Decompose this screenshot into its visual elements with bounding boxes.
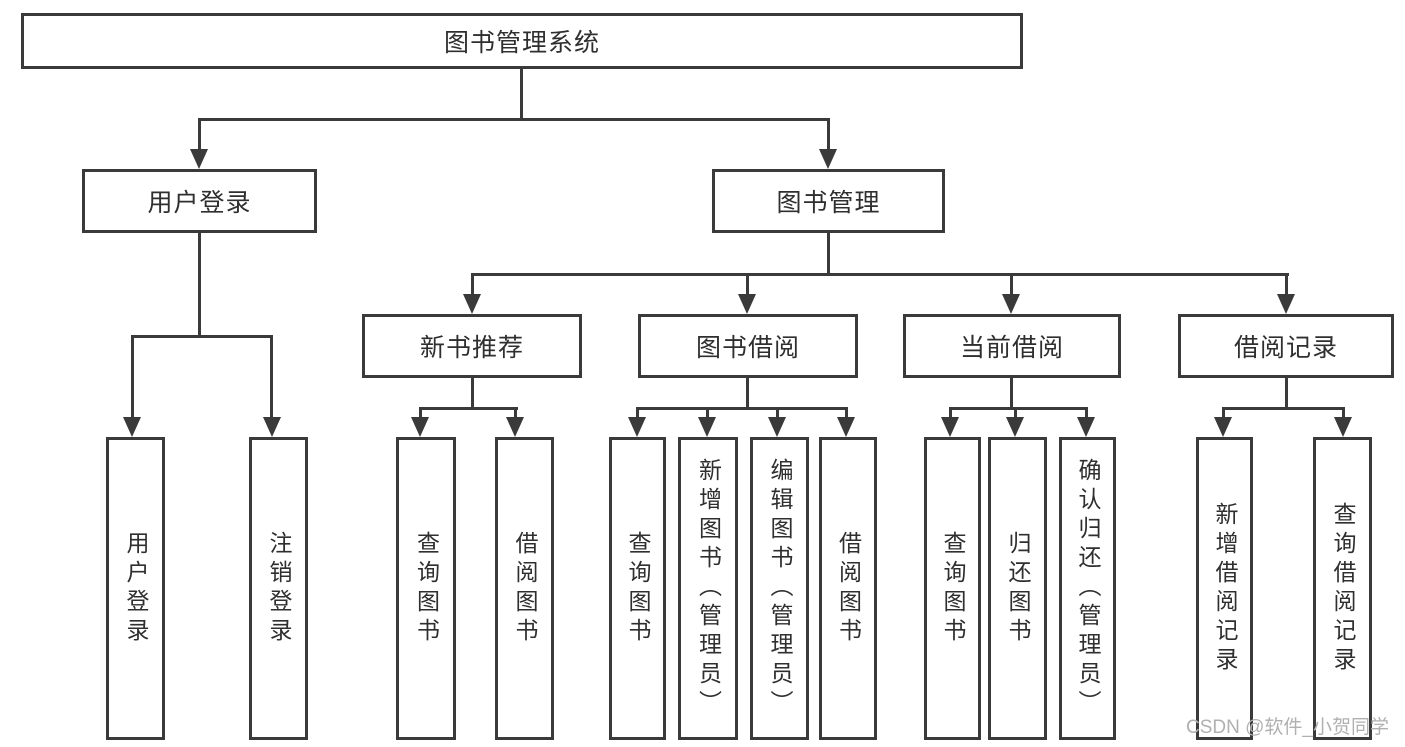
- node-add-books-admin: 新增图书（管理员）: [678, 437, 738, 740]
- node-logout-action: 注销登录: [249, 437, 308, 740]
- connector-line-h: [471, 273, 1289, 276]
- node-borrowing-records: 借阅记录: [1178, 314, 1394, 378]
- connector-line-h: [419, 407, 518, 410]
- node-edit-books-admin: 编辑图书（管理员）: [750, 437, 809, 740]
- connector-line-v: [827, 118, 830, 152]
- arrow-down-icon: [1334, 417, 1352, 437]
- arrow-down-icon: [1002, 294, 1020, 314]
- connector-line-h: [636, 407, 848, 410]
- node-book-borrowing: 图书借阅: [638, 314, 858, 378]
- arrow-down-icon: [506, 417, 524, 437]
- arrow-down-icon: [463, 294, 481, 314]
- arrow-down-icon: [123, 417, 141, 437]
- node-query-books-current: 查询图书: [924, 437, 981, 740]
- connector-line-v: [1010, 273, 1013, 296]
- connector-line-v: [746, 378, 749, 410]
- arrow-down-icon: [819, 149, 837, 169]
- connector-line-v: [520, 67, 523, 121]
- connector-line-v: [1285, 378, 1288, 410]
- connector-line-v: [419, 407, 422, 420]
- connector-line-v: [827, 233, 830, 276]
- connector-line-v: [1285, 273, 1288, 296]
- node-borrow-books-recommend: 借阅图书: [495, 437, 554, 740]
- node-current-borrowing: 当前借阅: [903, 314, 1121, 378]
- node-new-book-recommendation: 新书推荐: [362, 314, 582, 378]
- connector-line-v: [1014, 407, 1017, 420]
- arrow-down-icon: [1006, 417, 1024, 437]
- node-add-borrow-record: 新增借阅记录: [1196, 437, 1253, 740]
- connector-line-v: [776, 407, 779, 420]
- node-library-management-system: 图书管理系统: [21, 13, 1023, 69]
- connector-line-v: [198, 233, 201, 335]
- arrow-down-icon: [1277, 294, 1295, 314]
- connector-line-v: [198, 118, 201, 152]
- connector-line-v: [1010, 378, 1013, 410]
- connector-line-h: [949, 407, 1088, 410]
- arrow-down-icon: [738, 294, 756, 314]
- connector-line-v: [949, 407, 952, 420]
- connector-line-h: [198, 118, 830, 121]
- connector-line-v: [706, 407, 709, 420]
- node-query-borrow-record: 查询借阅记录: [1313, 437, 1372, 740]
- connector-line-v: [514, 407, 517, 420]
- connector-line-h: [1222, 407, 1345, 410]
- node-query-books-borrowing: 查询图书: [609, 437, 666, 740]
- connector-line-v: [270, 335, 273, 419]
- node-user-login: 用户登录: [82, 169, 317, 233]
- connector-line-v: [471, 378, 474, 410]
- arrow-down-icon: [263, 417, 281, 437]
- connector-line-v: [1085, 407, 1088, 420]
- arrow-down-icon: [1214, 417, 1232, 437]
- node-query-books-recommend: 查询图书: [396, 437, 456, 740]
- arrow-down-icon: [190, 149, 208, 169]
- connector-line-v: [1222, 407, 1225, 420]
- node-borrow-books-action: 借阅图书: [819, 437, 877, 740]
- arrow-down-icon: [698, 417, 716, 437]
- connector-line-v: [471, 273, 474, 296]
- watermark-text: CSDN @软件_小贺同学: [1186, 717, 1389, 738]
- arrow-down-icon: [768, 417, 786, 437]
- connector-line-v: [1342, 407, 1345, 420]
- arrow-down-icon: [411, 417, 429, 437]
- connector-line-v: [131, 335, 134, 419]
- connector-line-v: [845, 407, 848, 420]
- node-return-books: 归还图书: [988, 437, 1047, 740]
- node-book-management: 图书管理: [712, 169, 945, 233]
- arrow-down-icon: [941, 417, 959, 437]
- node-user-login-action: 用户登录: [106, 437, 165, 740]
- arrow-down-icon: [1077, 417, 1095, 437]
- connector-line-v: [746, 273, 749, 296]
- connector-line-v: [636, 407, 639, 420]
- arrow-down-icon: [628, 417, 646, 437]
- node-confirm-return-admin: 确认归还（管理员）: [1059, 437, 1116, 740]
- arrow-down-icon: [837, 417, 855, 437]
- connector-line-h: [131, 335, 273, 338]
